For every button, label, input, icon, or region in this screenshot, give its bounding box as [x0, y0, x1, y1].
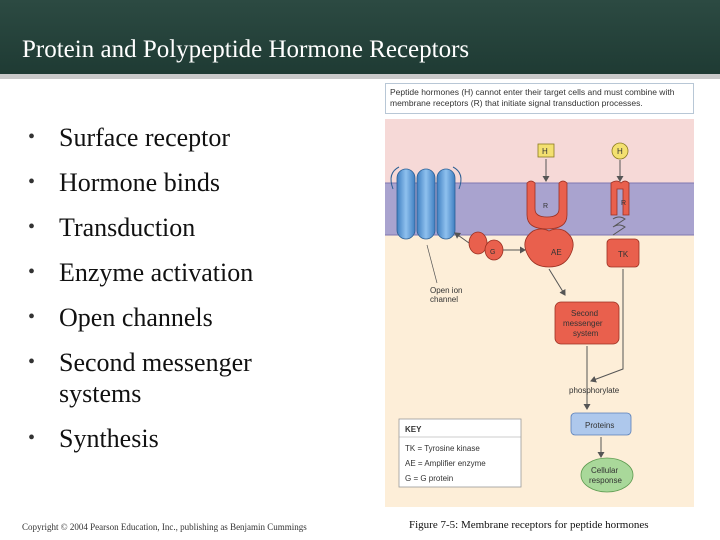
figure-caption: Figure 7-5: Membrane receptors for pepti…: [409, 519, 649, 531]
copyright-text: Copyright © 2004 Pearson Education, Inc.…: [22, 522, 307, 532]
open-ion-channel-label: Open ion: [430, 286, 462, 295]
bullet-item: • Enzyme activation: [28, 257, 358, 288]
bullet-text: Enzyme activation: [59, 258, 254, 287]
figure-diagram: Open ion channel H R G AE H R: [385, 119, 694, 507]
hormone-icon: [537, 143, 555, 158]
figure-header: Peptide hormones (H) cannot enter their …: [385, 83, 694, 114]
tyrosine-kinase-icon: [606, 238, 640, 268]
ae-to-second-arrow: [548, 268, 566, 296]
hormone-label-2: H: [617, 147, 623, 156]
bullet-icon: •: [28, 126, 36, 148]
proteins-label: Proteins: [585, 421, 614, 430]
second-messenger-label-2: messenger: [563, 319, 603, 328]
receptor-diagram-svg: Open ion channel H R G AE H R: [385, 119, 694, 507]
key-item: TK = Tyrosine kinase: [405, 444, 480, 453]
bullet-item: • Hormone binds: [28, 167, 358, 198]
channel-callout: [426, 244, 438, 284]
hormone-icon-2: [611, 142, 629, 160]
bullet-item: • Open channels: [28, 302, 358, 333]
cellular-response-icon: [580, 457, 634, 493]
bullet-item: • Transduction: [28, 212, 358, 243]
tyrosine-kinase-label: TK: [618, 250, 629, 259]
bullet-icon: •: [28, 261, 36, 283]
second-messenger-label: Second: [571, 309, 598, 318]
bullet-list: • Surface receptor • Hormone binds • Transd…: [28, 122, 358, 468]
bullet-text: Second messenger systems: [59, 348, 252, 408]
key-item: AE = Amplifier enzyme: [405, 459, 486, 468]
key-title: KEY: [405, 425, 422, 434]
open-ion-channel-label-2: channel: [430, 295, 458, 304]
receptor-icon: [526, 180, 568, 230]
tk-receptor-icon: [610, 180, 630, 216]
proteins-box: [570, 412, 632, 436]
tk-to-proteins-arrow: [590, 269, 624, 383]
cellular-response-label-2: response: [589, 476, 622, 485]
amplifier-enzyme-label: AE: [551, 248, 562, 257]
bullet-text: Synthesis: [59, 424, 159, 453]
cellular-response-label: Cellular: [591, 466, 618, 475]
g-to-channel-arrow: [454, 232, 470, 244]
bullet-text: Open channels: [59, 303, 213, 332]
amplifier-enzyme-icon: [524, 228, 574, 268]
second-messenger-label-3: system: [573, 329, 599, 338]
key-box: [398, 418, 522, 488]
bullet-icon: •: [28, 306, 36, 328]
ion-channel-icon: [390, 166, 462, 240]
bullet-icon: •: [28, 216, 36, 238]
key-item: G = G protein: [405, 474, 453, 483]
bullet-text: Surface receptor: [59, 123, 231, 152]
tk-coil: [612, 216, 626, 236]
title-divider: [0, 74, 720, 79]
tk-receptor-label: R: [621, 200, 626, 207]
second-messenger-box: [554, 301, 620, 345]
bullet-icon: •: [28, 427, 36, 449]
bullet-icon: •: [28, 171, 36, 193]
bullet-item: • Second messenger systems: [28, 347, 318, 409]
receptor-figure: Peptide hormones (H) cannot enter their …: [385, 83, 694, 507]
bullet-text: Hormone binds: [59, 168, 221, 197]
bullet-icon: •: [28, 351, 36, 373]
slide-title: Protein and Polypeptide Hormone Receptor…: [22, 36, 470, 63]
title-bar: Protein and Polypeptide Hormone Receptor…: [0, 0, 720, 79]
hormone-label: H: [542, 147, 548, 156]
bullet-text: Transduction: [59, 213, 196, 242]
g-protein-label: G: [490, 249, 495, 256]
bullet-item: • Surface receptor: [28, 122, 358, 153]
phosphorylate-label: phosphorylate: [569, 386, 620, 395]
receptor-label: R: [543, 203, 548, 210]
bullet-item: • Synthesis: [28, 423, 358, 454]
